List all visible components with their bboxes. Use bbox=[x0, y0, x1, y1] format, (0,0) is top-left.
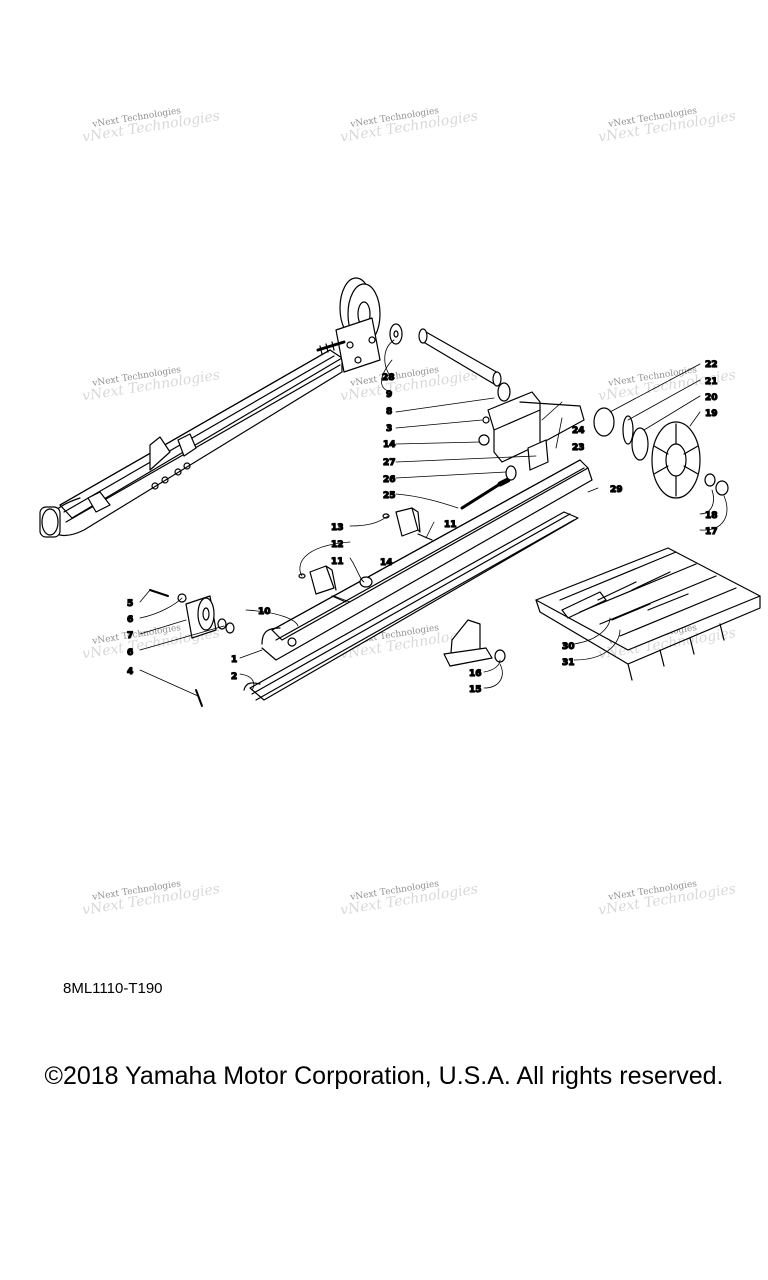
callout-label: 23 bbox=[572, 443, 585, 453]
callout-label: 22 bbox=[705, 360, 718, 370]
callout-label: 6 bbox=[127, 648, 133, 658]
callout-label: 6 bbox=[127, 615, 133, 625]
callout-label: 1 bbox=[231, 655, 237, 665]
callout-label: 21 bbox=[705, 377, 718, 387]
callout-label: 9 bbox=[386, 390, 392, 400]
callout-label: 24 bbox=[572, 426, 585, 436]
callout-label: 2 bbox=[231, 672, 237, 682]
diagram-code: 8ML1110-T190 bbox=[63, 980, 163, 997]
upper-idler-wheel bbox=[316, 277, 381, 373]
leader-lines bbox=[139, 339, 728, 697]
callout-label: 8 bbox=[386, 407, 392, 417]
wear-sliders bbox=[298, 507, 433, 603]
callout-label: 11 bbox=[331, 557, 344, 567]
callout-label: 15 bbox=[469, 685, 482, 695]
callout-label: 28 bbox=[382, 373, 395, 383]
callout-label: 19 bbox=[705, 409, 718, 419]
copyright-notice: ©2018 Yamaha Motor Corporation, U.S.A. A… bbox=[44, 1062, 724, 1090]
callout-label: 17 bbox=[705, 527, 718, 537]
callout-labels: 1 2 3 4 5 6 6 7 8 9 10 11 11 12 13 14 14… bbox=[126, 359, 718, 695]
callout-label: 14 bbox=[380, 558, 393, 568]
callout-label: 20 bbox=[705, 393, 718, 403]
small-idler-wheel bbox=[149, 589, 235, 707]
callout-label: 7 bbox=[127, 631, 133, 641]
callout-label: 10 bbox=[258, 607, 271, 617]
callout-label: 3 bbox=[386, 424, 392, 434]
left-slide-rail bbox=[39, 349, 343, 538]
callout-label: 31 bbox=[562, 658, 575, 668]
callout-label: 29 bbox=[610, 485, 623, 495]
callout-label: 13 bbox=[331, 523, 344, 533]
callout-label: 18 bbox=[705, 511, 718, 521]
callout-label: 12 bbox=[331, 540, 344, 550]
callout-label: 5 bbox=[127, 599, 133, 609]
callout-label: 11 bbox=[444, 520, 457, 530]
callout-label: 4 bbox=[127, 667, 133, 677]
shaft bbox=[389, 323, 511, 402]
rear-idler-wheel bbox=[593, 407, 729, 499]
callout-label: 26 bbox=[383, 475, 396, 485]
long-bolt bbox=[460, 482, 502, 510]
callout-label: 25 bbox=[383, 491, 396, 501]
callout-label: 16 bbox=[469, 669, 482, 679]
rear-bracket bbox=[443, 619, 506, 667]
track-section bbox=[535, 547, 761, 681]
mounting-bracket bbox=[478, 391, 585, 471]
callout-label: 30 bbox=[562, 642, 575, 652]
callout-label: 14 bbox=[383, 440, 396, 450]
center-slide-rails bbox=[243, 459, 593, 701]
callout-label: 27 bbox=[383, 458, 396, 468]
